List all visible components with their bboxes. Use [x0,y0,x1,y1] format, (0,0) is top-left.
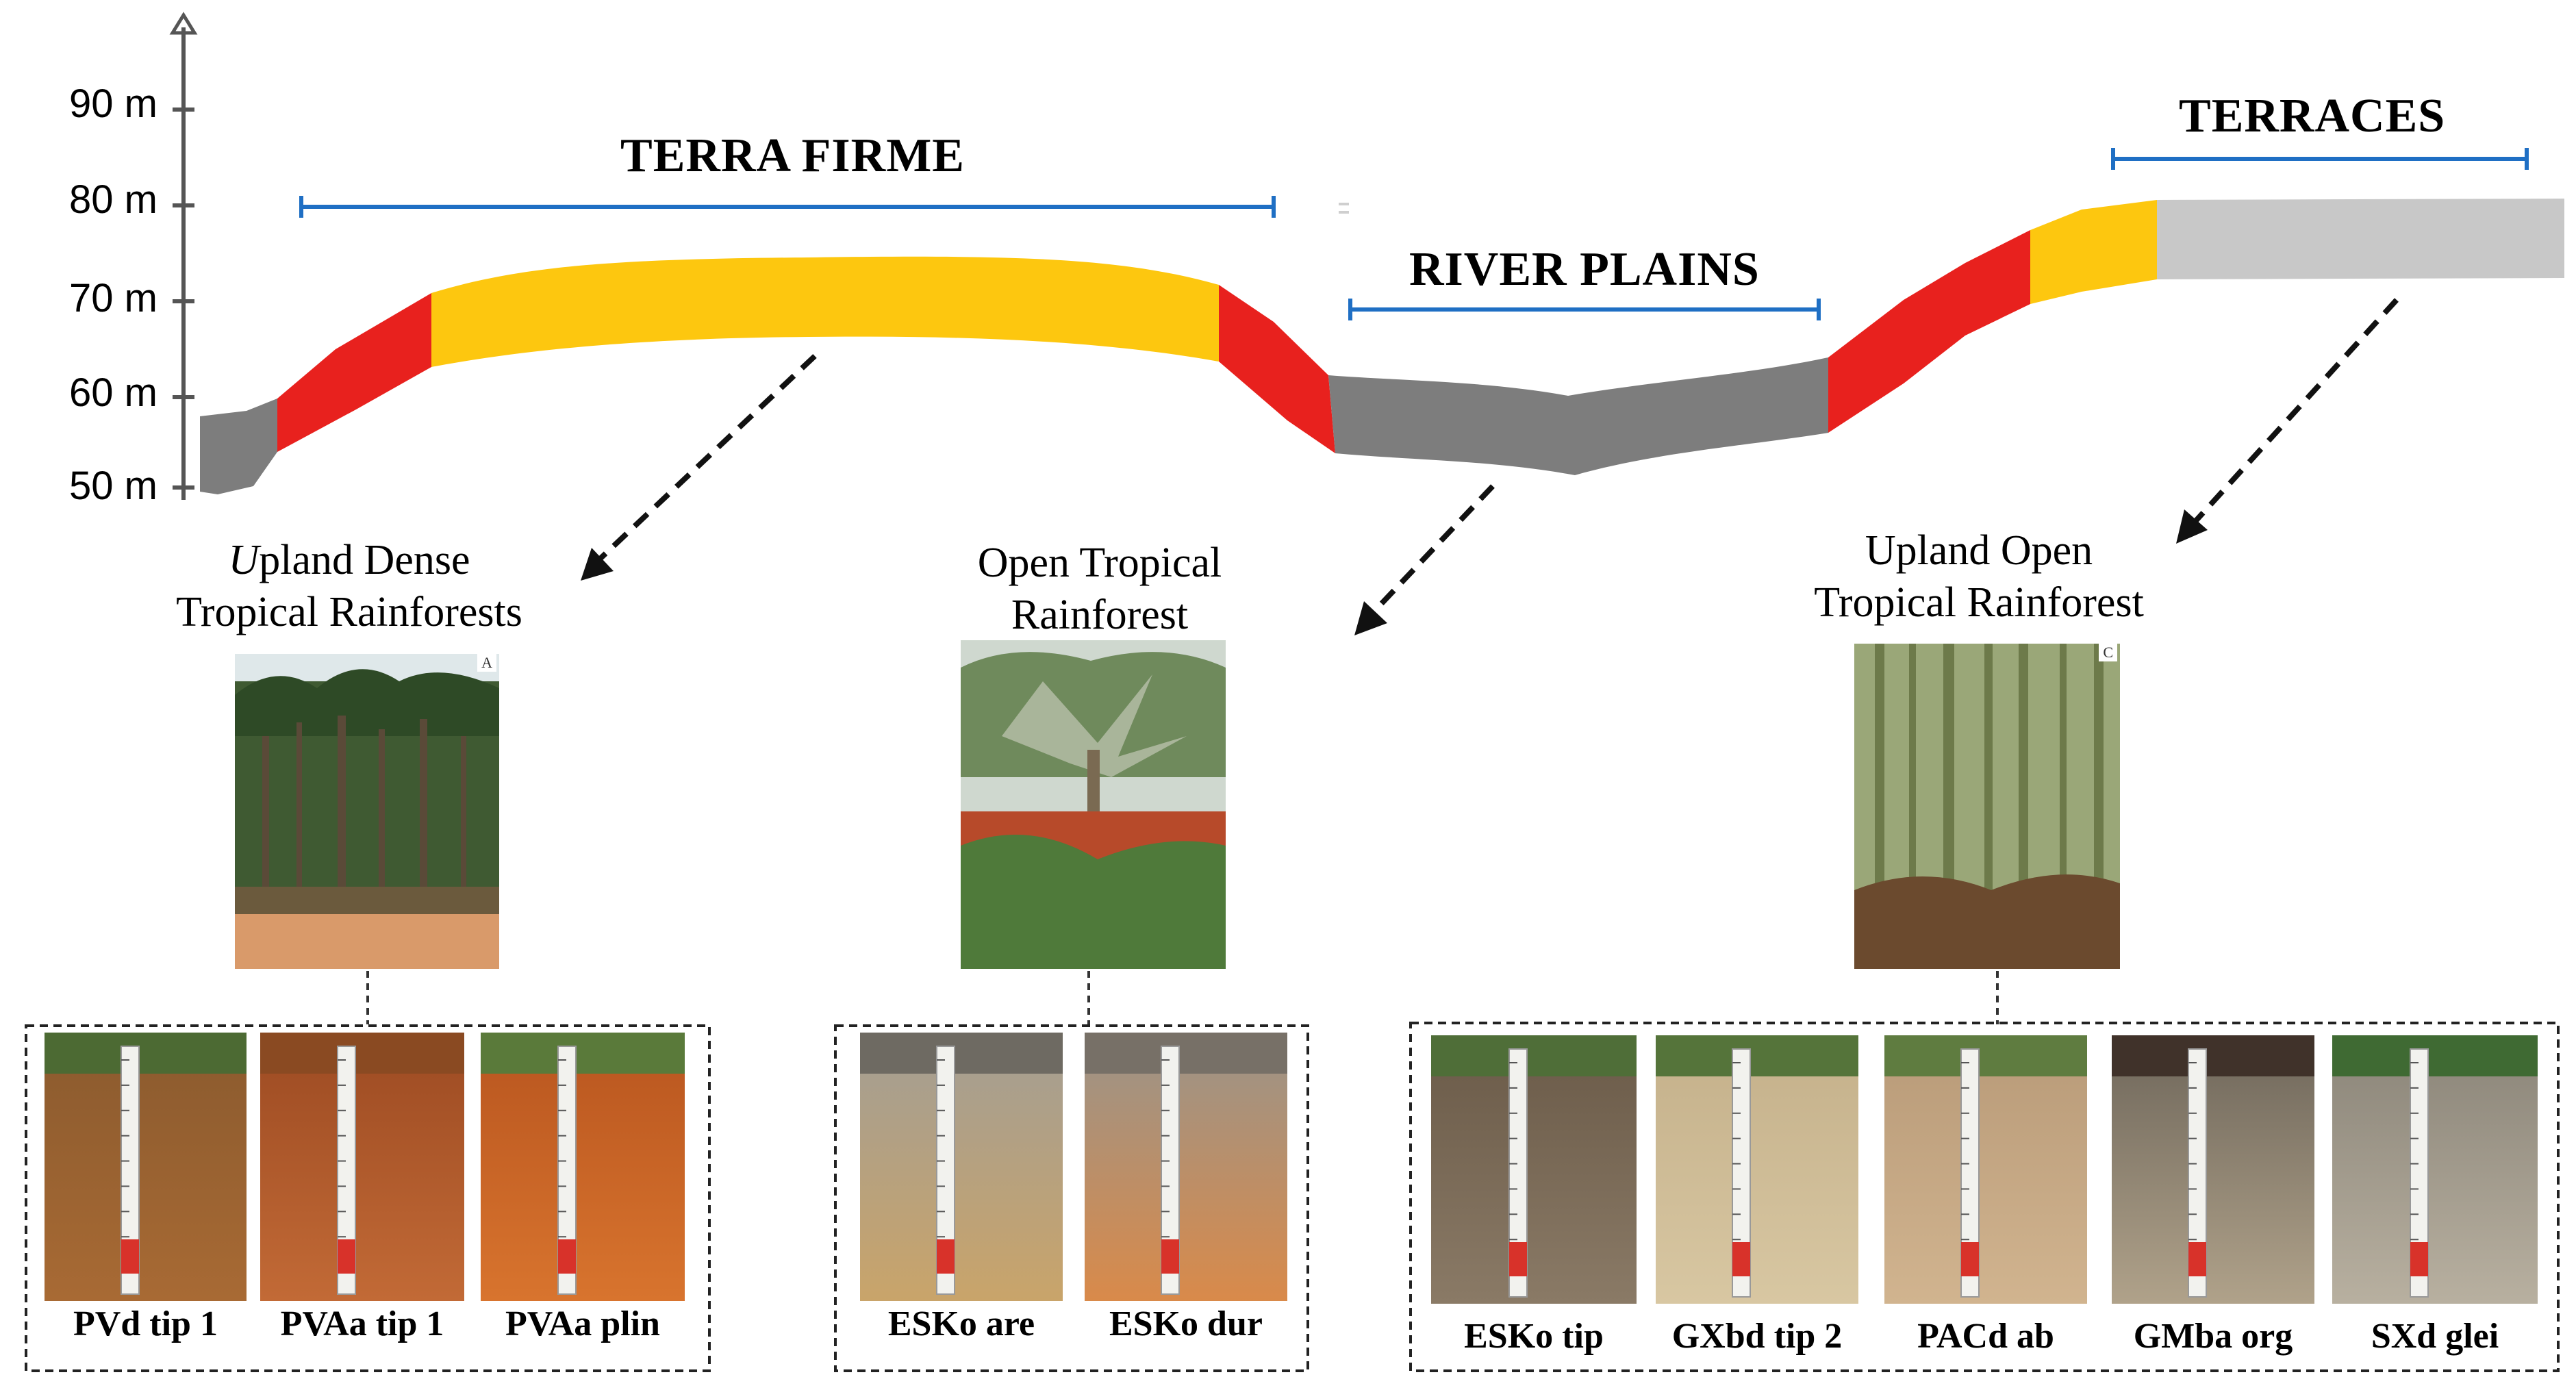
zone-title-terraces: TERRACES [2179,90,2446,142]
soil-profile-photo [1656,1035,1858,1304]
soil-profile-label: ESKo dur [1109,1304,1263,1343]
profile-group-box-terraces [1409,1022,2560,1372]
axis-label-60: 60 m [69,370,157,415]
axis-label-50: 50 m [69,464,157,508]
soil-profile-label: SXd glei [2371,1317,2499,1356]
soil-profile-label: GMba org [2133,1317,2293,1356]
veg-label-upland-open: Upland Open Tropical Rainforest [1767,525,2191,629]
veg-upland-open-line2: Tropical Rainforest [1814,579,2144,626]
soil-profile-photo [2332,1035,2538,1304]
arrow-to-open-tropical [1367,484,1495,618]
soil-profile-photo [45,1033,247,1301]
veg-upland-dense-line1-rest: pland Dense [259,537,470,583]
soil-profile-photo [1884,1035,2087,1304]
axis-label-70: 70 m [69,276,157,320]
faint-mark [1339,203,1349,214]
soil-profile-photo [860,1033,1063,1301]
arrow-head-upland-dense [581,548,614,581]
axis-ticks [173,108,194,490]
soil-profile-label: PVAa plin [505,1304,660,1343]
bracket-terra-firme [299,196,1276,218]
arrow-head-open-tropical [1354,601,1387,635]
terrain-gray-left [200,399,277,494]
terrain-yellow-terra-firme [431,256,1219,367]
photo-open-tropical-forest [961,640,1226,969]
profile-group-box-river-plains [834,1024,1309,1372]
veg-label-upland-dense: Upland Dense Tropical Rainforests [137,534,561,638]
photo-upland-open-forest: C [1854,644,2120,969]
terrain-red-mid [1219,285,1335,453]
soil-profile-label: ESKo are [887,1304,1035,1343]
soil-profile-photo [1085,1033,1287,1301]
terrain-red-left [277,293,431,452]
zone-title-terra-firme: TERRA FIRME [620,129,965,182]
axis-label-80: 80 m [69,177,157,222]
terrain-light-gray-terraces [2157,199,2564,279]
veg-upland-open-line1: Upland Open [1865,527,2093,574]
terrain-gray-river-plains [1328,357,1828,475]
axis-arrow-head [169,12,198,35]
photo-upland-dense-forest: A [235,654,499,969]
soil-profile-photo [260,1033,464,1301]
soil-profile-photo [2112,1035,2314,1304]
soil-profile-label: GXbd tip 2 [1671,1317,1843,1356]
arrow-to-upland-open [2189,298,2399,528]
axis-label-90: 90 m [69,81,157,126]
veg-open-tropical-line2: Rainforest [1011,592,1189,638]
soil-profile-photo [1431,1035,1637,1304]
photo-tag-c: C [2099,644,2117,661]
soil-profile-label: PACd ab [1917,1317,2054,1356]
terrain-red-right [1828,230,2030,433]
profile-group-box-terra-firme [25,1024,711,1372]
arrow-to-upland-dense [594,354,817,565]
zone-title-river-plains: RIVER PLAINS [1409,243,1760,296]
soil-profile-label: PVAa tip 1 [280,1304,444,1343]
veg-upland-dense-line2: Tropical Rainforests [176,589,522,635]
veg-label-open-tropical: Open Tropical Rainforest [894,537,1305,641]
bracket-river-plains [1348,299,1821,320]
veg-upland-dense-line1: Upland Dense [137,534,561,586]
terrain-yellow-terraces [2030,200,2157,304]
photo-tag-a: A [477,654,496,672]
veg-upland-dense-initial: U [228,537,260,583]
arrow-head-upland-open [2176,509,2208,544]
bracket-terraces [2111,148,2529,170]
veg-open-tropical-line1: Open Tropical [977,540,1222,586]
soil-profile-label: ESKo tip [1464,1317,1604,1356]
soil-profile-label: PVd tip 1 [73,1304,218,1343]
soil-profile-photo [481,1033,685,1301]
